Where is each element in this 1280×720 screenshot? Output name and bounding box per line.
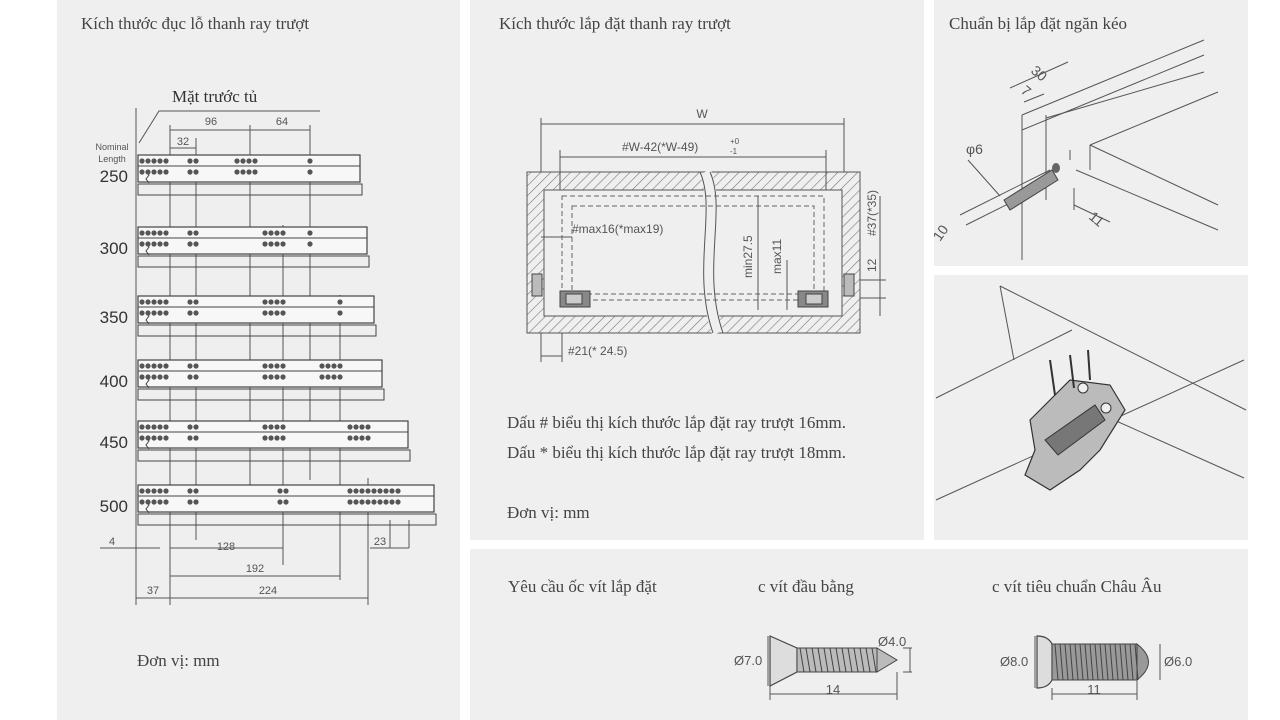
- euro-screw-title: c vít tiêu chuẩn Châu Âu: [992, 577, 1162, 596]
- dim-64: 64: [276, 116, 288, 128]
- nominal-label: Nominal: [95, 142, 128, 152]
- dim-23: 23: [374, 536, 386, 548]
- rail-length-label: 300: [100, 239, 128, 258]
- dim-21: #21(* 24.5): [568, 344, 627, 358]
- rail-length-label: 450: [100, 433, 128, 452]
- dim-max16: #max16(*max19): [572, 222, 663, 236]
- rail-length-label: 500: [100, 497, 128, 516]
- drawer-prep-title: Chuẩn bị lắp đặt ngăn kéo: [949, 14, 1127, 33]
- dim-4: 4: [109, 536, 115, 548]
- dim-min27: min27.5: [741, 235, 755, 278]
- flat-head-dia: Ø7.0: [734, 653, 762, 668]
- front-label: Mặt trước tủ: [172, 87, 258, 106]
- rail-length-label: 400: [100, 372, 128, 391]
- dim-tol-top: +0: [730, 137, 740, 146]
- dim-37: 37: [147, 585, 159, 597]
- dim-192: 192: [246, 563, 264, 575]
- rail-length-label: 250: [100, 167, 128, 186]
- euro-body-dia: Ø6.0: [1164, 654, 1192, 669]
- dim-phi6: φ6: [966, 141, 983, 157]
- rail-450: 450: [100, 420, 411, 462]
- screw-panel: [470, 549, 1248, 720]
- dim-max11: max11: [770, 239, 784, 274]
- rail-install-unit: Đơn vị: mm: [507, 503, 590, 522]
- flat-length: 14: [826, 682, 840, 697]
- rail-group: 250 300 350 400 450 500: [100, 154, 437, 526]
- dim-12: 12: [865, 258, 879, 272]
- flat-screw-icon: [769, 635, 898, 687]
- slide-left: [531, 273, 591, 308]
- rail-hole-unit: Đơn vị: mm: [137, 651, 220, 670]
- dim-37: #37(*35): [865, 190, 879, 236]
- flat-screw-title: c vít đầu bằng: [758, 577, 854, 596]
- dim-96: 96: [205, 116, 217, 128]
- flat-tip-dia: Ø4.0: [878, 634, 906, 649]
- euro-head-dia: Ø8.0: [1000, 654, 1028, 669]
- drawer-prep-panel: [934, 0, 1248, 266]
- slide-right: [797, 273, 855, 308]
- length-label: Length: [98, 154, 126, 164]
- rail-length-label: 350: [100, 308, 128, 327]
- rail-300: 300: [100, 226, 370, 268]
- rail-install-title: Kích thước lắp đặt thanh ray trượt: [499, 14, 731, 33]
- rail-500: 500: [100, 484, 437, 526]
- dim-w42: #W-42(*W-49): [622, 140, 698, 154]
- rail-hole-title: Kích thước đục lỗ thanh ray trượt: [81, 14, 310, 33]
- rail-350: 350: [100, 295, 377, 337]
- dim-128: 128: [217, 541, 235, 553]
- screw-title: Yêu cầu ốc vít lắp đặt: [508, 577, 657, 596]
- euro-length: 11: [1087, 682, 1101, 697]
- dim-224: 224: [259, 585, 277, 597]
- bracket-part: [1024, 349, 1126, 491]
- front-leader-line: [138, 110, 320, 144]
- note-16mm: Dấu # biểu thị kích thước lắp đặt ray tr…: [507, 413, 847, 432]
- dim-w: W: [696, 107, 708, 121]
- rail-400: 400: [100, 359, 385, 401]
- euro-screw-icon: [1036, 635, 1149, 689]
- drill-bit: [1003, 169, 1059, 211]
- rail-250: 250: [100, 154, 363, 196]
- note-18mm: Dấu * biểu thị kích thước lắp đặt ray tr…: [507, 443, 847, 462]
- dim-32: 32: [177, 136, 189, 148]
- dim-tol-bot: -1: [730, 147, 738, 156]
